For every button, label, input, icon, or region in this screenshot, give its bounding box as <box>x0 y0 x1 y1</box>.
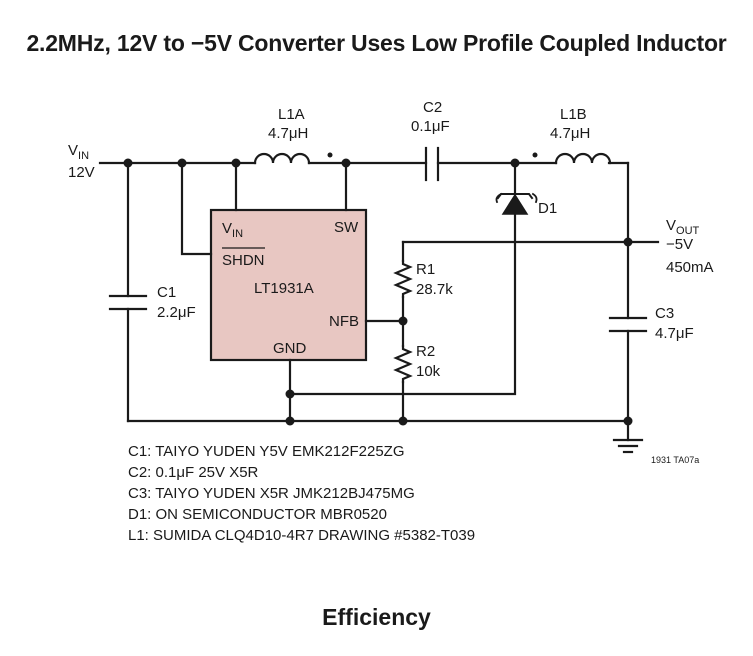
inductor-l1a <box>253 152 311 165</box>
efficiency-heading: Efficiency <box>322 604 431 630</box>
wire-shdn <box>180 161 213 256</box>
component-note: C1: TAIYO YUDEN Y5V EMK212F225ZG <box>128 443 405 460</box>
c2-value: 0.1μF <box>411 118 450 135</box>
component-note: C2: 0.1μF 25V X5R <box>128 464 259 481</box>
junction-dot <box>398 416 408 426</box>
diode-d1-schottky-hooks <box>495 192 538 204</box>
figure-title: 2.2MHz, 12V to −5V Converter Uses Low Pr… <box>26 30 727 56</box>
r2-value: 10k <box>416 363 441 380</box>
junction-dot <box>341 158 351 168</box>
diode-d1 <box>501 193 529 215</box>
ic-pin-shdn-label: SHDN <box>222 252 265 269</box>
l1b-ref: L1B <box>560 106 587 123</box>
component-note: C3: TAIYO YUDEN X5R JMK212BJ475MG <box>128 485 415 502</box>
figure-code: 1931 TA07a <box>651 455 699 465</box>
junction-dot <box>398 316 408 326</box>
l1b-value: 4.7μH <box>550 125 590 142</box>
ic-pin-gnd-label: GND <box>273 340 307 357</box>
output-voltage-value: −5V <box>666 236 693 253</box>
input-voltage-value: 12V <box>68 164 95 181</box>
diode-d1-schottky-bar <box>496 193 534 200</box>
component-note: L1: SUMIDA CLQ4D10-4R7 DRAWING #5382-T03… <box>128 527 475 544</box>
r1-ref: R1 <box>416 261 435 278</box>
junction-dot <box>285 389 295 399</box>
junction-dot <box>231 158 241 168</box>
junction-dot <box>177 158 187 168</box>
c3-value: 4.7μF <box>655 325 694 342</box>
ic-body <box>209 208 368 362</box>
l1a-value: 4.7μH <box>268 125 308 142</box>
c2-ref: C2 <box>423 99 442 116</box>
resistor-r1 <box>393 259 413 299</box>
c1-ref: C1 <box>157 284 176 301</box>
component-note: D1: ON SEMICONDUCTOR MBR0520 <box>128 506 387 523</box>
junction-dot <box>623 416 633 426</box>
junction-dot <box>623 237 633 247</box>
ic-pin-vin-label: VIN <box>222 220 243 240</box>
junction-dot <box>510 158 520 168</box>
ic-part-name: LT1931A <box>254 280 314 297</box>
l1a-ref: L1A <box>278 106 305 123</box>
c1-value: 2.2μF <box>157 304 196 321</box>
wire-d1-bottom <box>288 212 517 396</box>
junction-dot <box>285 416 295 426</box>
input-voltage-label: VIN <box>68 142 89 162</box>
l1b-polarity-dot <box>532 152 538 158</box>
output-current-value: 450mA <box>666 259 714 276</box>
c3-ref: C3 <box>655 305 674 322</box>
resistor-r2 <box>393 344 413 384</box>
output-voltage-label: VOUT <box>666 217 700 237</box>
inductor-l1b <box>554 152 612 165</box>
d1-ref: D1 <box>538 200 557 217</box>
ic-pin-nfb-label: NFB <box>329 313 359 330</box>
l1a-polarity-dot <box>327 152 333 158</box>
r2-ref: R2 <box>416 343 435 360</box>
junction-dot <box>123 158 133 168</box>
ic-pin-sw-label: SW <box>334 219 359 236</box>
r1-value: 28.7k <box>416 281 453 298</box>
